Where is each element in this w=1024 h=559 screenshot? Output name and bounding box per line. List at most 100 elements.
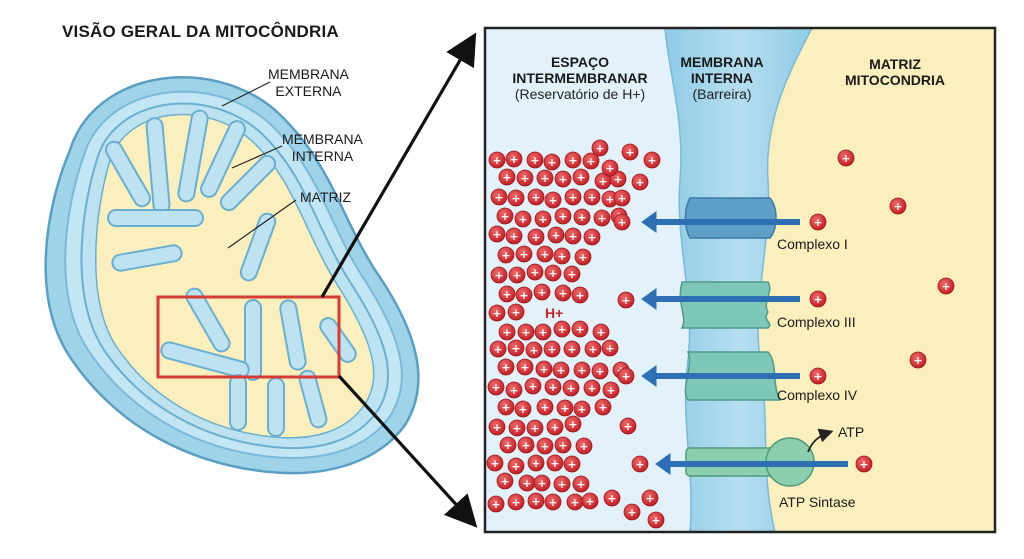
proton-plus-sign: + [501, 361, 510, 374]
proton-plus-sign: + [607, 492, 616, 505]
proton-plus-sign: + [511, 460, 520, 473]
proton-plus-sign: + [558, 287, 567, 300]
proton-plus-sign: + [548, 496, 557, 509]
proton-plus-sign: + [605, 342, 614, 355]
zoom-arrow-bottom [337, 374, 478, 528]
proton-plus-sign: + [491, 498, 500, 511]
mitochondrion-overview [44, 76, 420, 475]
proton-plus-sign: + [567, 268, 576, 281]
atp-output-arrow [807, 428, 834, 453]
proton-plus-sign: + [502, 171, 511, 184]
proton-marker [554, 284, 572, 302]
proton-marker [603, 489, 621, 507]
proton-marker [505, 381, 523, 399]
proton-marker [583, 228, 601, 246]
matrix-label: MATRIZ [300, 189, 352, 205]
proton-plus-sign: + [519, 289, 528, 302]
proton-marker [534, 323, 552, 341]
proton-plus-sign: + [521, 439, 530, 452]
proton-plus-sign: + [550, 421, 559, 434]
proton-plus-sign: + [577, 364, 586, 377]
proton-marker [889, 197, 907, 215]
proton-plus-sign: + [567, 343, 576, 356]
proton-marker [591, 362, 609, 380]
proton-plus-sign: + [531, 231, 540, 244]
proton-plus-sign: + [577, 403, 586, 416]
proton-marker [574, 248, 592, 266]
proton-marker [496, 472, 514, 490]
proton-marker [508, 419, 526, 437]
proton-marker [937, 277, 955, 295]
proton-plus-sign: + [548, 381, 557, 394]
proton-marker [507, 339, 525, 357]
proton-marker [488, 151, 506, 169]
proton-marker [563, 455, 581, 473]
proton-plus-sign: + [645, 492, 654, 505]
proton-marker [505, 227, 523, 245]
proton-marker [581, 492, 599, 510]
proton-marker [855, 455, 873, 473]
proton-marker [527, 492, 545, 510]
proton-plus-sign: + [547, 156, 556, 169]
proton-marker [507, 189, 525, 207]
proton-marker [507, 457, 525, 475]
proton-plus-sign: + [567, 458, 576, 471]
proton-plus-sign: + [859, 458, 868, 471]
proton-plus-sign: + [605, 162, 614, 175]
proton-marker [515, 245, 533, 263]
proton-plus-sign: + [587, 382, 596, 395]
proton-plus-sign: + [540, 440, 549, 453]
proton-plus-sign: + [493, 343, 502, 356]
proton-plus-sign: + [558, 439, 567, 452]
outer-membrane-label: MEMBRANA EXTERNA [268, 66, 349, 99]
proton-plus-sign: + [606, 384, 615, 397]
proton-marker [554, 207, 572, 225]
proton-marker [572, 168, 590, 186]
proton-marker [536, 437, 554, 455]
page-title: VISÃO GERAL DA MITOCÔNDRIA [62, 22, 339, 41]
proton-marker [573, 208, 591, 226]
proton-plus-sign: + [556, 364, 565, 377]
proton-marker [584, 340, 602, 358]
proton-marker [643, 151, 661, 169]
proton-marker [533, 283, 551, 301]
complex-iii-label: Complexo III [777, 314, 856, 330]
zoom-matrix [758, 28, 995, 532]
proton-marker [487, 378, 505, 396]
proton-marker [592, 323, 610, 341]
proton-marker [507, 303, 525, 321]
proton-marker [641, 489, 659, 507]
proton-marker [553, 247, 571, 265]
zoom-arrow-top [320, 32, 477, 298]
proton-marker [554, 436, 572, 454]
proton-plus-sign: + [893, 200, 902, 213]
proton-marker [516, 169, 534, 187]
proton-marker [498, 285, 516, 303]
proton-marker [499, 436, 517, 454]
proton-marker [497, 398, 515, 416]
proton-plus-sign: + [490, 457, 499, 470]
proton-plus-sign: + [509, 384, 518, 397]
proton-marker [486, 454, 504, 472]
proton-plus-sign: + [494, 191, 503, 204]
proton-marker [526, 151, 544, 169]
proton-plus-sign: + [529, 344, 538, 357]
proton-marker [554, 170, 572, 188]
proton-plus-sign: + [538, 213, 547, 226]
proton-plus-sign: + [587, 231, 596, 244]
proton-plus-sign: + [621, 370, 630, 383]
proton-marker [564, 151, 582, 169]
proton-marker [544, 378, 562, 396]
proton-marker [601, 159, 619, 177]
proton-plus-sign: + [575, 323, 584, 336]
proton-plus-sign: + [570, 496, 579, 509]
h-plus-label: H+ [545, 305, 564, 321]
proton-marker [543, 340, 561, 358]
proton-marker [617, 291, 635, 309]
proton-marker [564, 415, 582, 433]
proton-arrows [641, 211, 848, 475]
proton-marker [575, 437, 593, 455]
proton-plus-sign: + [635, 458, 644, 471]
atp-label: ATP [838, 424, 865, 440]
proton-marker [534, 210, 552, 228]
